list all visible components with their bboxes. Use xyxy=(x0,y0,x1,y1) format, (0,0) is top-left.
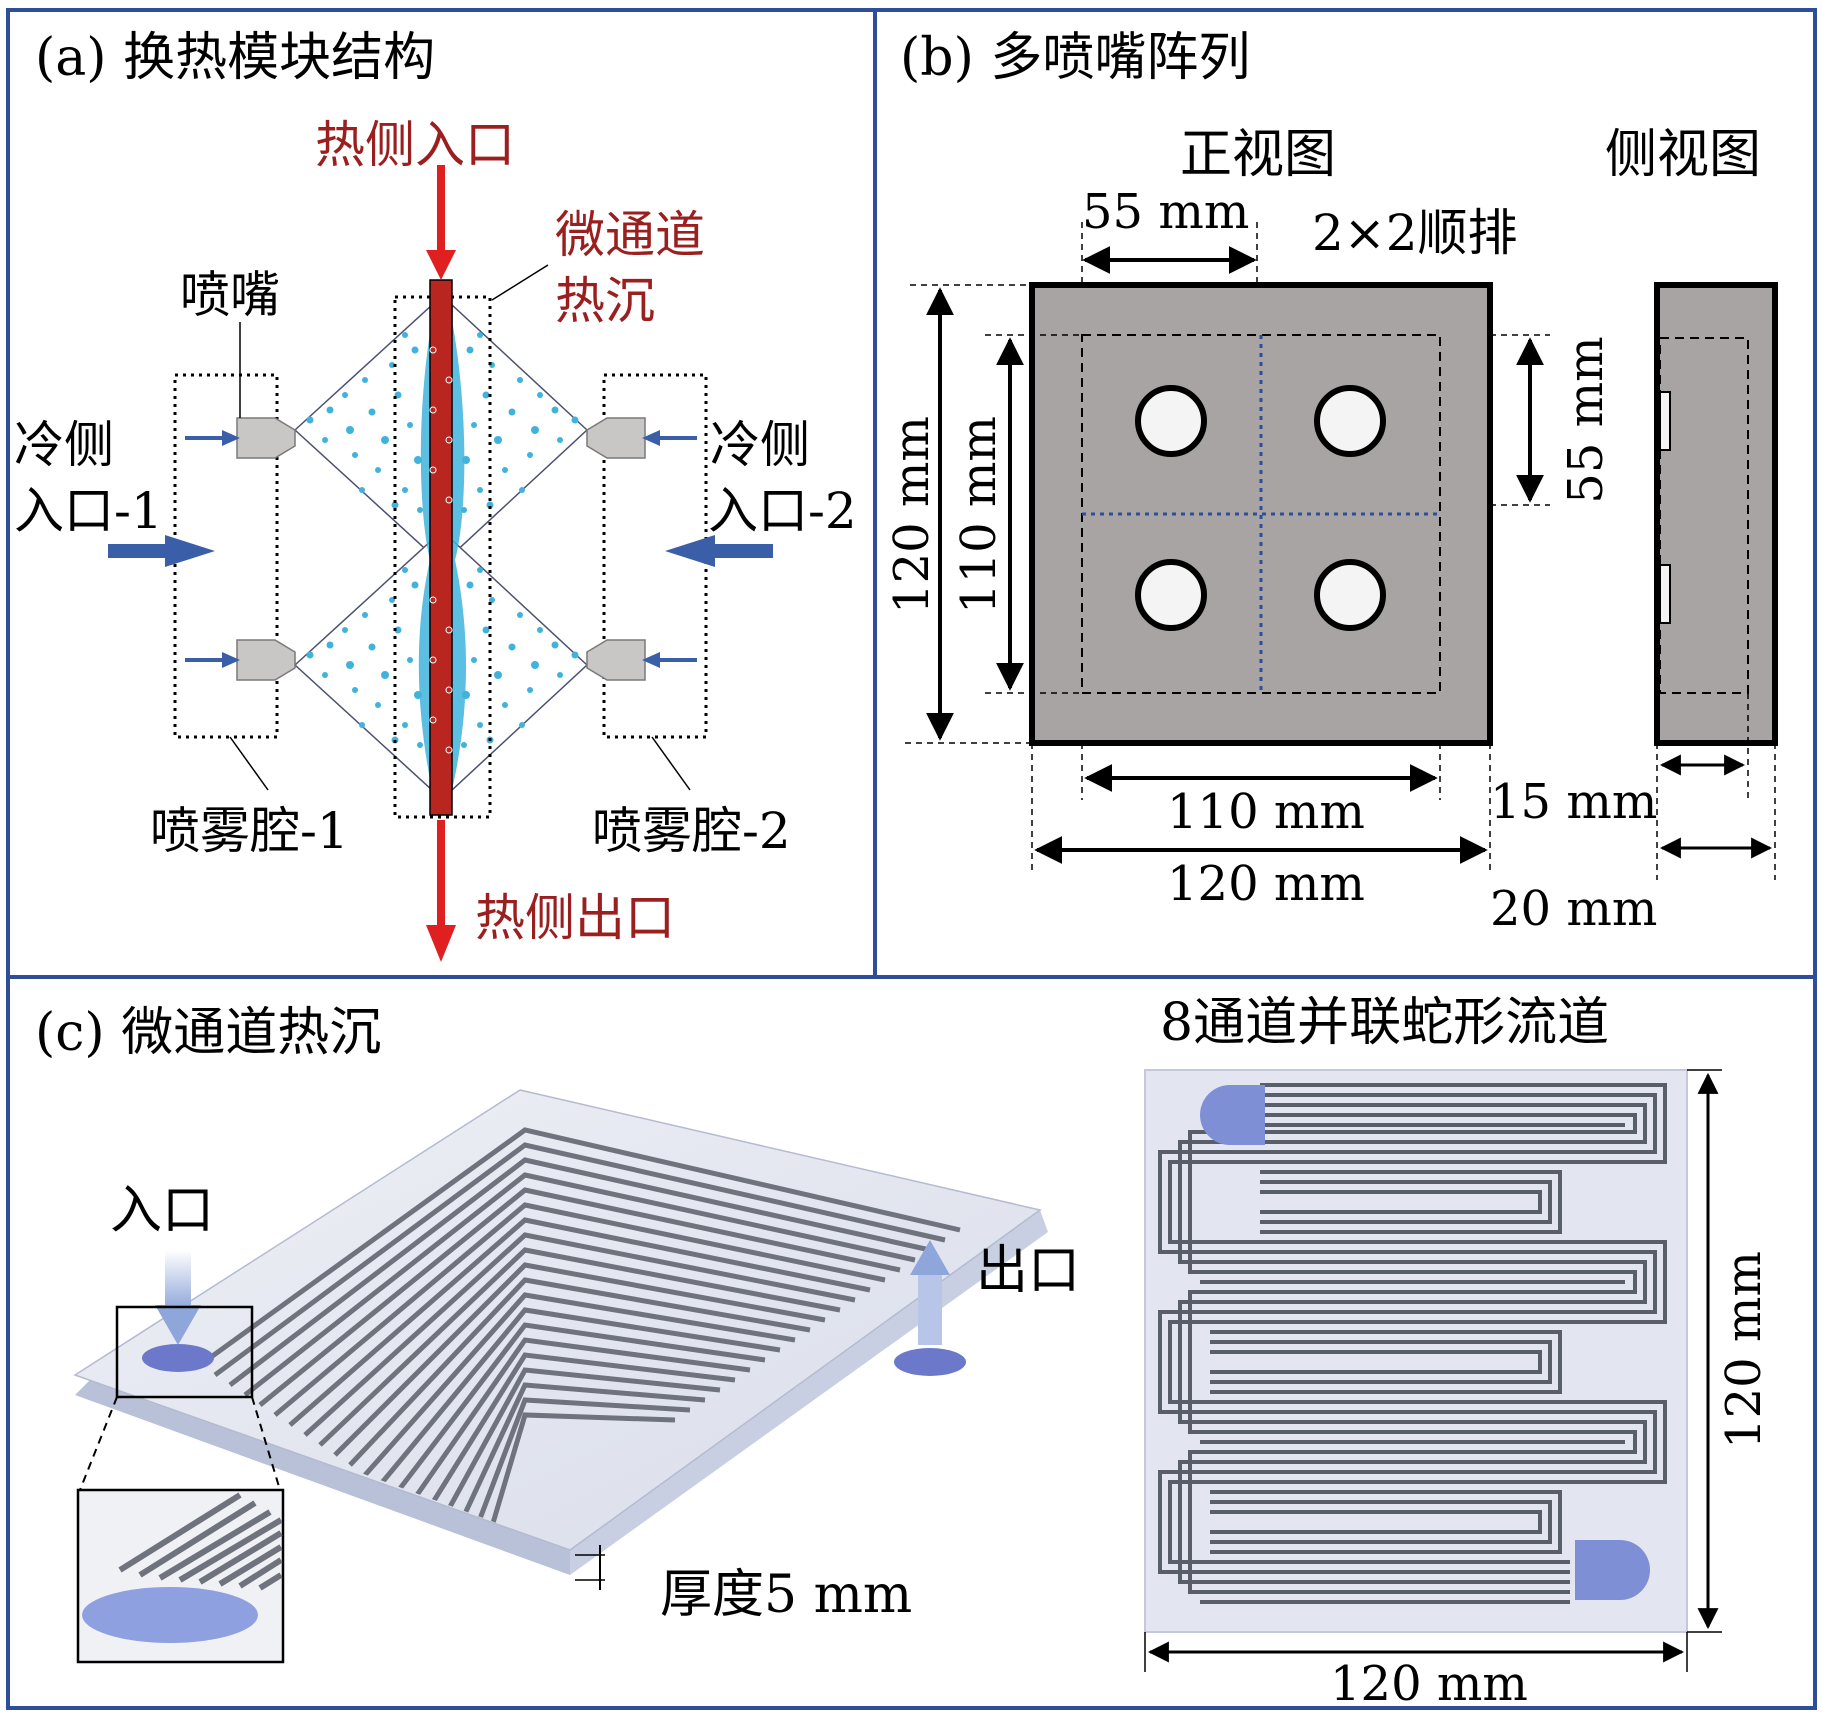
side-view-label: 侧视图 xyxy=(1605,125,1761,185)
inlet-arrow-shaft xyxy=(165,1250,191,1310)
hot-outlet-arrow-head xyxy=(426,925,456,962)
spray-cone-upper-right xyxy=(451,303,589,557)
panel-c-frame xyxy=(6,975,1817,1710)
panel-b: (b) 多喷嘴阵列 正视图 侧视图 2×2顺排 55 mm 120 mm 110… xyxy=(884,28,1778,937)
cold-inlet-1-line1: 冷侧 xyxy=(14,416,114,474)
plate-outlet-hole xyxy=(894,1348,966,1376)
hole-br xyxy=(1314,559,1386,631)
inlet-arrow-head xyxy=(155,1305,201,1345)
hot-outlet-label: 热侧出口 xyxy=(475,889,675,947)
side-nozzle-top xyxy=(1659,391,1671,451)
outlet-arrow-shaft xyxy=(918,1275,942,1345)
nozzle-flow-arrows xyxy=(185,430,697,668)
chamber-2-leader xyxy=(651,736,691,791)
isometric-channels xyxy=(198,1127,961,1550)
plate-inlet-hole xyxy=(142,1344,214,1372)
hot-inlet-label: 热侧入口 xyxy=(315,116,515,174)
serpentine-title: 8通道并联蛇形流道 xyxy=(1160,993,1609,1053)
serpentine-inlet xyxy=(1200,1085,1265,1145)
nozzle-upper-right xyxy=(586,417,646,459)
spray-cone-lower-right xyxy=(451,538,589,792)
heatsink-leader xyxy=(491,264,549,301)
dim-left-110-label: 110 mm xyxy=(951,416,1007,614)
nozzle-holes xyxy=(1135,385,1386,631)
spray-cone-lower-left xyxy=(293,538,433,792)
nozzles xyxy=(236,417,646,681)
outlet-label: 出口 xyxy=(976,1241,1080,1301)
plate-front-edge xyxy=(75,1375,570,1575)
zoom-box xyxy=(115,1305,254,1399)
side-inner-dashed xyxy=(1659,337,1749,694)
heatsink-label-line1: 微通道 xyxy=(555,206,705,264)
cold-inlet-1-line2: 入口-1 xyxy=(14,482,163,540)
cold-inlet-1-arrow-shaft xyxy=(108,544,174,558)
inset-channels xyxy=(118,1492,283,1591)
panel-c: (c) 微通道热沉 xyxy=(35,993,1772,1712)
spray-cone-upper-left xyxy=(293,303,433,557)
inset-inlet-pool xyxy=(82,1587,258,1643)
dim-right-55-label: 55 mm xyxy=(1558,336,1614,503)
heatsink-plate xyxy=(429,279,453,816)
dim-side-15-label: 15 mm xyxy=(1490,774,1657,830)
dim-bottom-120-label: 120 mm xyxy=(1167,856,1365,912)
panel-b-title: (b) 多喷嘴阵列 xyxy=(900,28,1250,88)
dim-left-120-label: 120 mm xyxy=(884,416,940,614)
dim-top-55-label: 55 mm xyxy=(1082,184,1249,240)
nozzle-upper-left xyxy=(236,417,296,459)
spray-chamber-1-label: 喷雾腔-1 xyxy=(150,802,349,860)
serpentine-channels xyxy=(1158,1083,1667,1604)
hot-inlet-arrow-head xyxy=(426,250,456,280)
cold-inlet-2-arrow-head xyxy=(665,535,715,567)
dim-right-120-label: 120 mm xyxy=(1716,1251,1772,1449)
nozzle-label: 喷嘴 xyxy=(180,266,280,324)
cold-inlet-2-line1: 冷侧 xyxy=(710,416,810,474)
dim-side-20-label: 20 mm xyxy=(1490,881,1657,937)
serpentine-outlet xyxy=(1575,1540,1650,1600)
panel-a: (a) 换热模块结构 xyxy=(14,28,857,962)
chamber-1-leader xyxy=(229,736,269,791)
heatsink-outline xyxy=(393,295,492,819)
cold-inlet-1-arrow-head xyxy=(165,535,215,567)
hole-bl xyxy=(1135,559,1207,631)
dim-bottom-110-label: 110 mm xyxy=(1167,784,1365,840)
hole-tr xyxy=(1314,385,1386,457)
hole-tl xyxy=(1135,385,1207,457)
nozzle-lower-left xyxy=(236,639,296,681)
panel-c-title: (c) 微通道热沉 xyxy=(35,1003,381,1063)
spray-chamber-2-label: 喷雾腔-2 xyxy=(592,802,791,860)
thickness-label: 厚度5 mm xyxy=(660,1565,912,1625)
cold-inlet-2-arrow-shaft xyxy=(707,544,773,558)
nozzle-lower-right xyxy=(586,639,646,681)
outlet-arrow-head xyxy=(910,1240,950,1275)
front-view-label: 正视图 xyxy=(1180,125,1336,185)
front-plate xyxy=(1029,282,1493,746)
side-plate xyxy=(1654,282,1778,746)
cold-inlet-2-line2: 入口-2 xyxy=(708,482,857,540)
arrangement-label: 2×2顺排 xyxy=(1312,204,1518,262)
heatsink-bubbles xyxy=(429,346,453,754)
inlet-label: 入口 xyxy=(110,1181,214,1241)
dim-bottom-120-label-c: 120 mm xyxy=(1330,1656,1528,1712)
panel-a-title: (a) 换热模块结构 xyxy=(35,28,435,88)
spray-droplets xyxy=(306,332,579,748)
side-nozzle-bottom xyxy=(1659,564,1671,624)
panel-frames xyxy=(6,8,1817,1710)
heatsink-label-line2: 热沉 xyxy=(555,272,655,330)
